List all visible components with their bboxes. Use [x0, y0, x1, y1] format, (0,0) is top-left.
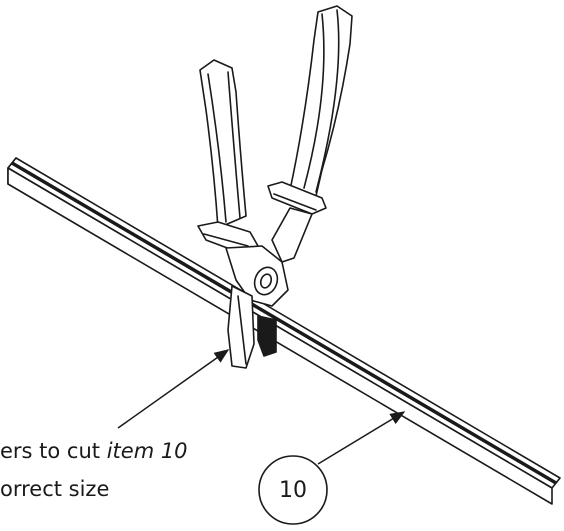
leader-line-item: [317, 411, 406, 465]
instruction-line-2: orrect size: [0, 477, 110, 501]
strip-bar-icon: [7, 157, 561, 505]
leader-line-pliers: [117, 349, 230, 429]
pliers-icon: [197, 5, 353, 369]
item-reference: item 10: [106, 439, 188, 463]
callout-circle: [258, 455, 328, 525]
instruction-text: ers to cut: [0, 439, 107, 463]
callout-number: 10: [279, 477, 307, 503]
instruction-line-1: ers to cut item 10: [0, 441, 188, 462]
